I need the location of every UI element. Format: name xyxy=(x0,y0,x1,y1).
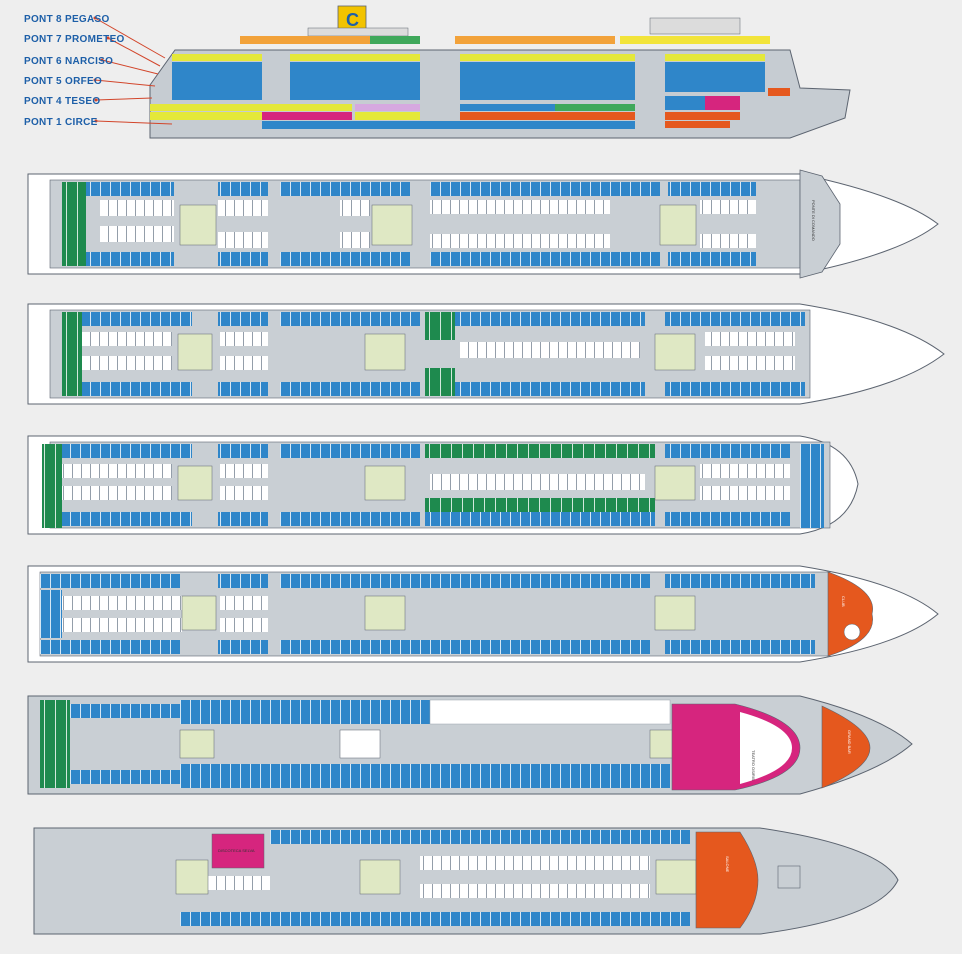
deck-8-plan[interactable]: PONTE DI COMANDO xyxy=(27,169,939,279)
deck-7-plan[interactable] xyxy=(27,303,945,405)
deck-label-8[interactable]: PONT 8 PEGASO xyxy=(24,14,110,25)
deck-label-7[interactable]: PONT 7 PROMETEO xyxy=(24,34,125,45)
deck-6-plan[interactable] xyxy=(27,435,859,535)
deck-legend: PONT 8 PEGASO PONT 7 PROMETEO PONT 6 NAR… xyxy=(24,14,125,128)
theatre-label: TEATRO OSIRIS xyxy=(751,750,756,781)
deck-label-5[interactable]: PONT 5 ORFEO xyxy=(24,76,102,87)
club-label: CLUB xyxy=(841,596,846,607)
deck-pointers xyxy=(94,17,173,125)
deck-label-6[interactable]: PONT 6 NARCISO xyxy=(24,56,113,67)
ship-profile: C xyxy=(93,5,851,139)
funnel xyxy=(337,5,367,33)
bridge-label: PONTE DI COMANDO xyxy=(811,200,816,241)
svg-text:C: C xyxy=(346,10,359,30)
deck-label-4[interactable]: PONT 4 TESEO xyxy=(24,96,100,107)
salon-label: SALONE xyxy=(725,856,730,873)
grand-bar-label: GRAND BAR xyxy=(847,730,852,754)
deck-1-plan[interactable]: DISCOTECA SELVA SALONE xyxy=(33,827,899,935)
disco-label: DISCOTECA SELVA xyxy=(218,848,255,853)
deck-4-plan[interactable]: TEATRO OSIRIS GRAND BAR xyxy=(27,695,913,795)
deck-label-1[interactable]: PONT 1 CIRCE xyxy=(24,117,98,128)
deck-5-plan[interactable]: CLUB xyxy=(27,565,939,663)
